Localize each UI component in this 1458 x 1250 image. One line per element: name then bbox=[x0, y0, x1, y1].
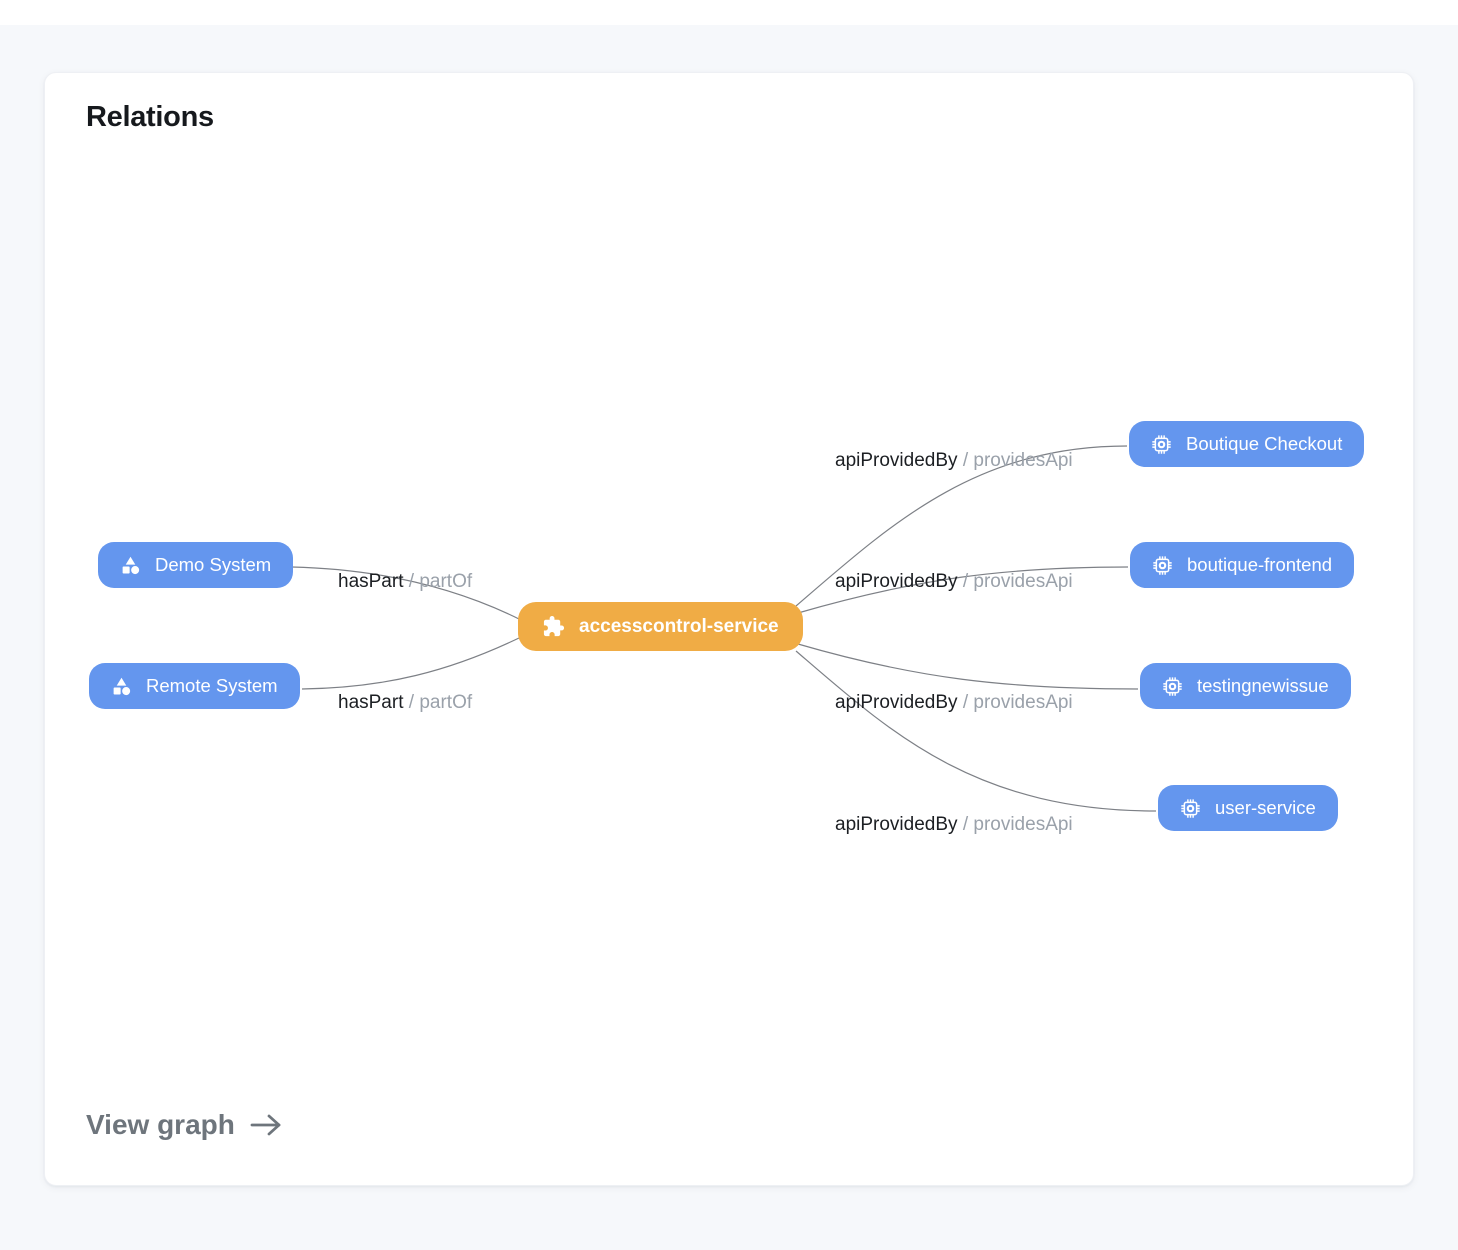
category-icon bbox=[111, 676, 132, 697]
relation-separator: / bbox=[962, 692, 969, 713]
relation-separator: / bbox=[962, 814, 969, 835]
relations-card: Relations hasPart / partOf hasPart / par… bbox=[44, 72, 1414, 1186]
view-graph-link[interactable]: View graph bbox=[86, 1109, 283, 1141]
node-label: accesscontrol-service bbox=[579, 615, 779, 637]
node-label: Remote System bbox=[146, 675, 278, 696]
entity-node-boutique-frontend[interactable]: boutique-frontend bbox=[1130, 542, 1355, 588]
category-icon bbox=[120, 555, 141, 576]
chip-icon bbox=[1162, 676, 1183, 697]
entity-node-accesscontrol-service[interactable]: accesscontrol-service bbox=[518, 602, 803, 651]
chip-icon bbox=[1152, 555, 1173, 576]
edge-label-apiprovidedby-user: apiProvidedBy / providesApi bbox=[835, 814, 1073, 836]
edge-label-apiprovidedby-frontend: apiProvidedBy / providesApi bbox=[835, 571, 1073, 593]
puzzle-icon bbox=[542, 615, 565, 638]
edge-remote-system-haspart bbox=[301, 637, 520, 690]
arrow-right-icon bbox=[249, 1112, 283, 1138]
entity-node-demo-system[interactable]: Demo System bbox=[98, 542, 294, 588]
relation-label: apiProvidedBy bbox=[835, 450, 958, 471]
edge-user-service-apiprovidedby bbox=[795, 650, 1157, 812]
relation-label: hasPart bbox=[338, 692, 404, 713]
node-label: boutique-frontend bbox=[1187, 554, 1333, 575]
inverse-relation-label: providesApi bbox=[973, 814, 1073, 835]
inverse-relation-label: providesApi bbox=[973, 692, 1073, 713]
relation-separator: / bbox=[962, 450, 969, 471]
relation-label: hasPart bbox=[338, 571, 404, 592]
node-label: testingnewissue bbox=[1197, 675, 1329, 696]
card-title: Relations bbox=[86, 101, 214, 133]
entity-node-user-service[interactable]: user-service bbox=[1158, 785, 1338, 831]
relation-label: apiProvidedBy bbox=[835, 692, 958, 713]
inverse-relation-label: providesApi bbox=[973, 450, 1073, 471]
relation-label: apiProvidedBy bbox=[835, 814, 958, 835]
node-label: Demo System bbox=[155, 554, 272, 575]
chip-icon bbox=[1151, 434, 1172, 455]
view-graph-label: View graph bbox=[86, 1109, 235, 1140]
relation-separator: / bbox=[408, 571, 415, 592]
edge-label-haspart-remote: hasPart / partOf bbox=[338, 692, 472, 714]
entity-node-boutique-checkout[interactable]: Boutique Checkout bbox=[1129, 421, 1365, 467]
relation-separator: / bbox=[408, 692, 415, 713]
node-label: Boutique Checkout bbox=[1186, 433, 1343, 454]
edge-testingnewissue-apiprovidedby bbox=[797, 643, 1139, 690]
entity-node-remote-system[interactable]: Remote System bbox=[89, 663, 300, 709]
relation-separator: / bbox=[962, 571, 969, 592]
inverse-relation-label: providesApi bbox=[973, 571, 1073, 592]
edge-label-apiprovidedby-checkout: apiProvidedBy / providesApi bbox=[835, 450, 1073, 472]
entity-node-testingnewissue[interactable]: testingnewissue bbox=[1140, 663, 1351, 709]
edge-label-apiprovidedby-testing: apiProvidedBy / providesApi bbox=[835, 692, 1073, 714]
inverse-relation-label: partOf bbox=[419, 571, 473, 592]
chip-icon bbox=[1180, 798, 1201, 819]
relation-label: apiProvidedBy bbox=[835, 571, 958, 592]
inverse-relation-label: partOf bbox=[419, 692, 473, 713]
node-label: user-service bbox=[1215, 797, 1316, 818]
edge-label-haspart-demo: hasPart / partOf bbox=[338, 571, 472, 593]
